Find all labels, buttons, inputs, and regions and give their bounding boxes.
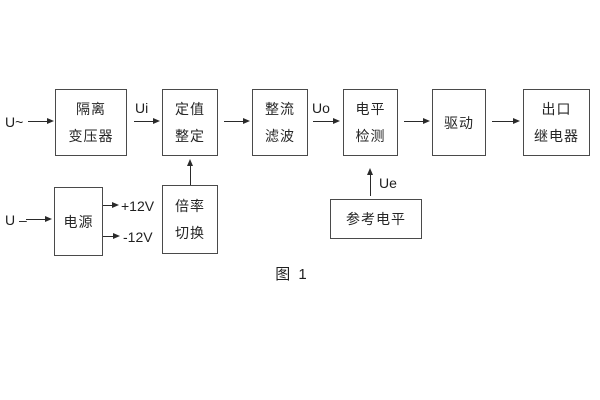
arrow-plus12v-line [103,205,112,206]
arrow-dc-input-line [26,219,45,220]
arrow-right-icon [153,118,160,124]
block-label: 出口 [541,101,572,117]
block-label: 倍率 [175,198,205,214]
arrow-driver-to-relay-line [492,121,513,122]
figure-caption: 图 1 [275,266,309,283]
arrow-detect-to-driver-line [404,121,423,122]
block-label: 驱动 [444,114,474,131]
block-output-relay: 出口 继电器 [523,89,590,156]
arrow-right-icon [112,202,119,208]
block-power-supply: 电源 [54,187,103,256]
block-multiplier-switch: 倍率 切换 [162,185,218,254]
signal-uo-label: Uo [312,100,330,116]
block-driver: 驱动 [432,89,486,156]
block-isolation-transformer: 隔离 变压器 [55,89,127,156]
block-label: 电源 [63,213,94,230]
arrow-minus12v-line [103,236,113,237]
dc-input-label: U – [5,212,27,228]
ac-input-label: U~ [5,114,24,130]
signal-plus12v-label: +12V [121,198,155,214]
arrow-ac-input-line [28,121,47,122]
arrow-switch-to-setting-line [190,165,191,185]
arrow-right-icon [45,216,52,222]
block-label: 切换 [175,225,205,241]
block-label: 电平 [355,101,386,117]
block-label: 定值 [175,101,205,117]
arrow-right-icon [333,118,340,124]
arrow-right-icon [243,118,250,124]
arrow-ui-line [134,121,153,122]
arrow-right-icon [47,118,54,124]
block-value-setting: 定值 整定 [162,89,218,156]
block-label: 检测 [355,128,386,144]
arrow-right-icon [113,233,120,239]
arrow-up-icon [187,159,193,166]
block-label: 参考电平 [346,211,406,227]
block-label: 滤波 [265,128,295,144]
block-reference-level: 参考电平 [330,199,422,239]
signal-ui-label: Ui [135,100,149,116]
block-rectifier-filter: 整流 滤波 [252,89,308,156]
block-level-detection: 电平 检测 [343,89,398,156]
arrow-right-icon [423,118,430,124]
arrow-uo-line [313,121,333,122]
block-label: 整定 [175,128,205,144]
block-label: 整流 [265,101,295,117]
signal-ue-label: Ue [379,175,397,191]
arrow-ue-line [370,175,371,196]
block-label: 隔离 [76,101,106,117]
arrow-right-icon [513,118,520,124]
block-label: 继电器 [534,128,579,144]
signal-minus12v-label: -12V [123,229,153,245]
arrow-setting-to-filter-line [224,121,243,122]
arrow-up-icon [367,168,373,175]
block-label: 变压器 [68,128,114,144]
